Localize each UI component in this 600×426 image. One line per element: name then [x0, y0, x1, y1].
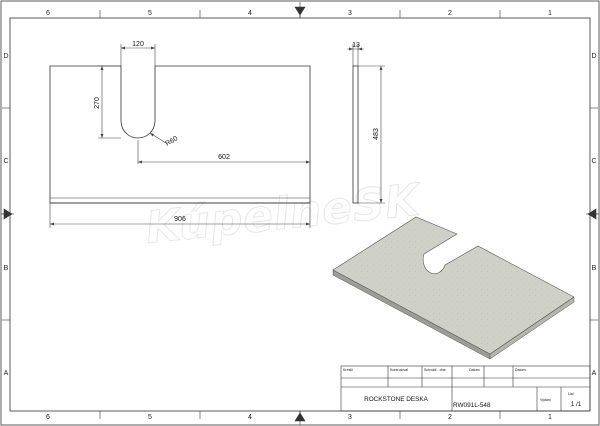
column-number-top: 1 — [548, 10, 552, 17]
dimension-label-slot-depth: 270 — [94, 97, 101, 109]
row-letter-left: C — [3, 158, 8, 165]
title-block-header: Kreslil — [343, 368, 353, 372]
row-letter-left: D — [3, 53, 8, 60]
side-profile — [352, 65, 359, 204]
sheet-value: 1 /1 — [571, 401, 582, 408]
column-number-bottom: 2 — [448, 414, 452, 421]
row-letter-left: B — [4, 265, 9, 272]
countertop-outline — [49, 65, 311, 204]
dimension-slot-radius — [149, 132, 167, 144]
iso-top-face — [332, 216, 575, 355]
dimension-width — [49, 203, 311, 228]
row-letter-right: B — [592, 265, 597, 272]
title-block-header: Datum — [515, 368, 526, 372]
title-block-header: Kontroloval — [390, 368, 408, 372]
dimension-label-thickness: 13 — [352, 42, 360, 49]
row-letter-right: C — [591, 158, 596, 165]
side-view — [352, 65, 359, 204]
top-view — [49, 65, 311, 204]
title-block-header: Schválil - dne — [424, 368, 446, 372]
row-letter-right: A — [592, 370, 597, 377]
scale-label: Vydání — [540, 398, 551, 402]
column-number-bottom: 6 — [46, 414, 50, 421]
column-number-top: 2 — [448, 10, 452, 17]
column-number-bottom: 5 — [148, 414, 152, 421]
row-letter-left: A — [4, 370, 9, 377]
dimension-label-depth: 483 — [373, 128, 380, 140]
dimension-thickness — [347, 44, 364, 66]
column-number-top: 4 — [248, 10, 252, 17]
column-number-bottom: 1 — [548, 414, 552, 421]
dimension-depth — [358, 65, 385, 204]
dimension-label-slot-radius: R60 — [165, 135, 180, 148]
column-number-bottom: 4 — [248, 414, 252, 421]
dimension-slot-depth — [98, 65, 121, 139]
sheet-label: List — [568, 392, 574, 396]
dimension-label-slot-offset: 602 — [218, 154, 230, 161]
row-letter-right: D — [591, 53, 596, 60]
dimension-slot-offset — [137, 140, 310, 164]
column-number-top: 3 — [348, 10, 352, 17]
title-block — [340, 365, 591, 412]
title-block-header: Datum — [469, 368, 480, 372]
isometric-view — [332, 216, 575, 360]
column-number-top: 5 — [148, 10, 152, 17]
drawing-number: RW091L-548 — [453, 402, 491, 409]
drawing-title: ROCKSTONE DESKA — [364, 396, 429, 403]
dimension-label-width: 906 — [174, 216, 186, 223]
column-number-top: 6 — [46, 10, 50, 17]
dimension-slot-width — [120, 44, 156, 66]
column-number-bottom: 3 — [348, 414, 352, 421]
dimension-label-slot-width: 120 — [132, 41, 144, 48]
